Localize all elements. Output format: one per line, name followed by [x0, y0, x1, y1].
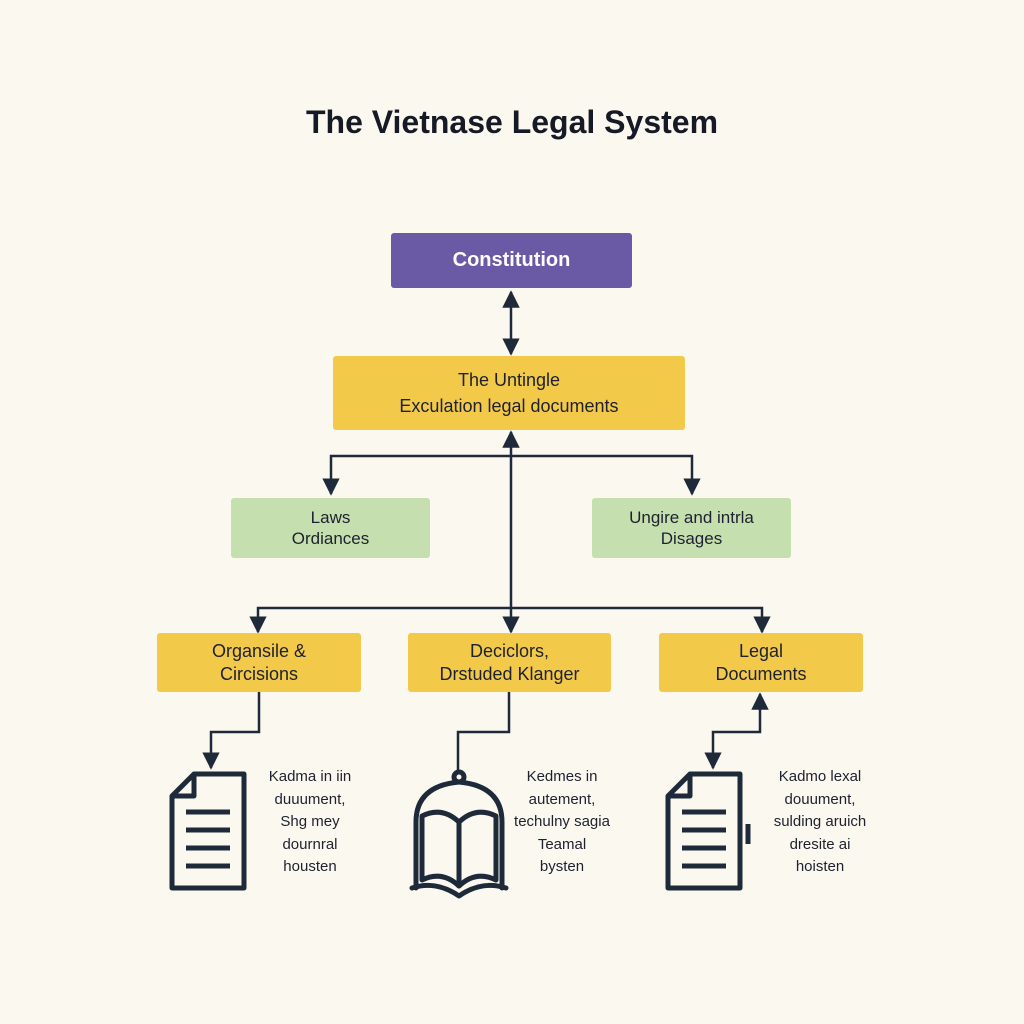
caption-line: douument, — [784, 790, 856, 808]
connector-right-icon — [704, 692, 769, 770]
caption-line: duuument, — [274, 790, 346, 808]
node-level2-line1: The Untingle — [457, 369, 561, 390]
caption-line: dournral — [282, 835, 338, 853]
caption-line: housten — [283, 858, 337, 875]
caption-line: techulny sagia — [514, 813, 610, 830]
diagram-title: The Vietnase Legal System — [305, 104, 719, 140]
node-legal-docs-line1: Legal — [738, 641, 784, 661]
node-legal-docs-line2: Documents — [715, 663, 807, 684]
node-ungire-line1: Ungire and intrla — [629, 507, 754, 527]
node-constitution: Constitution — [391, 233, 632, 288]
node-ungire: Ungire and intrla Disages — [592, 498, 791, 558]
caption-line: bysten — [539, 858, 585, 875]
connector-middle-icon — [456, 692, 511, 772]
caption-line: Kedmes in — [526, 768, 598, 785]
node-deciclors-line2: Drstuded Klanger — [439, 663, 580, 684]
book-icon — [409, 769, 509, 899]
caption-line: Kadmo lexal — [778, 768, 862, 785]
caption-line: Shg mey — [280, 813, 340, 830]
caption-line: autement, — [528, 790, 596, 808]
caption-left: Kadma in iin duuument, Shg mey dournral … — [240, 766, 380, 879]
caption-line: sulding aruich — [773, 813, 867, 830]
node-legal-documents: Legal Documents — [659, 633, 863, 692]
caption-line: hoisten — [795, 858, 845, 875]
node-constitution-label: Constitution — [452, 249, 571, 271]
node-deciclors-line1: Deciclors, — [469, 641, 549, 661]
node-laws: Laws Ordiances — [231, 498, 430, 558]
node-organsile-line1: Organsile & — [211, 641, 307, 661]
node-deciclors: Deciclors, Drstuded Klanger — [408, 633, 611, 692]
node-laws-line2: Ordiances — [291, 529, 370, 548]
document-icon — [665, 771, 751, 891]
node-laws-line1: Laws — [310, 507, 351, 527]
connector-left-icon — [202, 692, 261, 770]
caption-line: Kadma in iin — [268, 768, 352, 785]
node-organsile-line2: Circisions — [219, 663, 298, 684]
caption-line: dresite ai — [789, 835, 851, 853]
document-icon — [169, 771, 247, 891]
node-ungire-line2: Disages — [660, 529, 723, 548]
node-level2-line2: Exculation legal documents — [399, 396, 619, 416]
branch-upper — [322, 454, 701, 496]
caption-middle: Kedmes in autement, techulny sagia Teama… — [492, 766, 632, 879]
node-legal-documents-tier: The Untingle Exculation legal documents — [333, 356, 685, 430]
caption-right: Kadmo lexal douument, sulding aruich dre… — [750, 766, 890, 879]
node-organsile: Organsile & Circisions — [157, 633, 361, 692]
caption-line: Teamal — [537, 835, 587, 853]
